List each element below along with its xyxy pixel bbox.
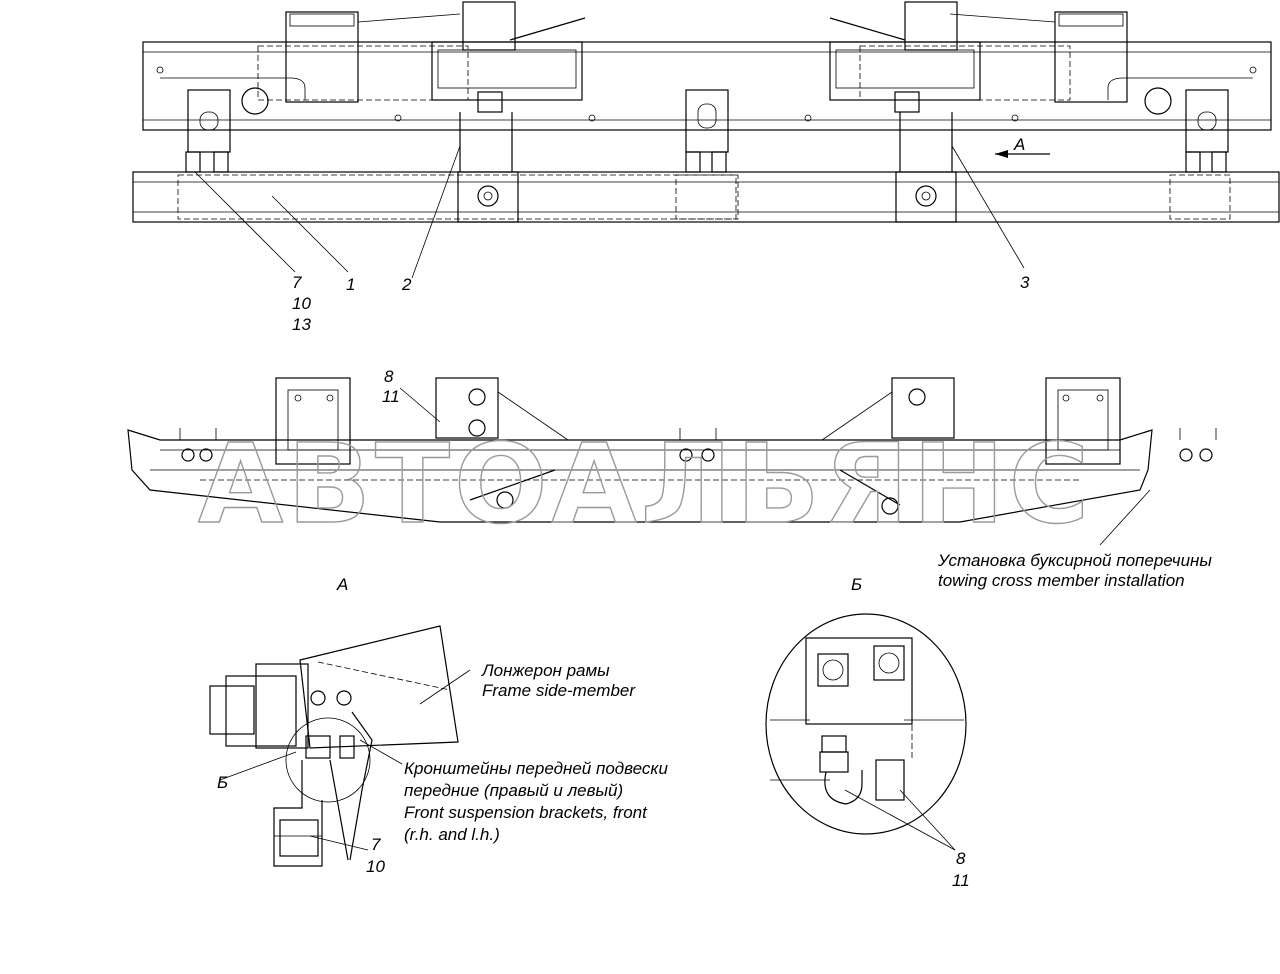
caption-brackets-ru-1: Кронштейны передней подвески <box>404 759 668 778</box>
top-view <box>132 1 1280 279</box>
watermark: АВТОАЛЬЯНС <box>198 420 1093 548</box>
detail-a-ref-b: Б <box>217 773 228 792</box>
detail-a-callout-10: 10 <box>366 857 385 876</box>
callout-11-mid: 11 <box>382 387 400 406</box>
callout-13: 13 <box>292 315 311 334</box>
caption-installation-en: towing cross member installation <box>938 571 1185 590</box>
detail-a-callout-7: 7 <box>371 835 381 854</box>
caption-frame-en: Frame side-member <box>482 681 636 700</box>
detail-b-callout-8: 8 <box>956 849 966 868</box>
caption-brackets-ru-2: передние (правый и левый) <box>404 781 623 800</box>
callout-3: 3 <box>1020 273 1030 292</box>
view-label-b: Б <box>851 575 862 594</box>
callout-1: 1 <box>346 275 355 294</box>
caption-frame-ru: Лонжерон рамы <box>481 661 610 680</box>
callout-10: 10 <box>292 294 311 313</box>
callout-8-mid: 8 <box>384 367 394 386</box>
caption-brackets-en-2: (r.h. and l.h.) <box>404 825 500 844</box>
caption-installation-ru: Установка буксирной поперечины <box>937 551 1212 570</box>
view-direction-a: A <box>1013 135 1025 154</box>
callout-2: 2 <box>401 275 412 294</box>
detail-b-callout-11: 11 <box>952 871 970 890</box>
callout-7: 7 <box>292 273 302 292</box>
front-view <box>127 377 1217 546</box>
caption-brackets-en-1: Front suspension brackets, front <box>404 803 648 822</box>
detail-a <box>209 625 471 867</box>
view-label-a: А <box>336 575 348 594</box>
detail-b <box>765 613 967 851</box>
